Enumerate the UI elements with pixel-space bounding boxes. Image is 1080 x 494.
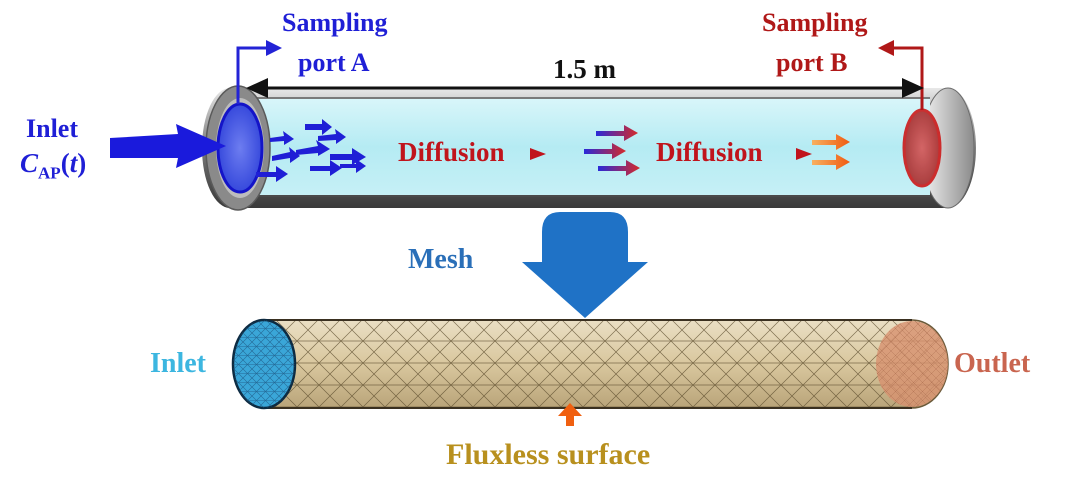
length-dimension-arrow: [246, 78, 924, 98]
inlet-concentration-t: t: [69, 148, 78, 178]
inlet-concentration-subscript: AP: [38, 163, 61, 183]
diffusion-2-arrowhead: [796, 148, 812, 160]
sampling-port-b-label-line2: port B: [776, 48, 848, 77]
inlet-label: Inlet: [26, 114, 78, 143]
port-a-pointer: [236, 46, 268, 104]
port-b-pointer: [892, 46, 924, 110]
mesh-arrow: [522, 212, 648, 318]
diffusion-label-1: Diffusion: [398, 137, 505, 167]
mesh-cylinder: [264, 319, 949, 409]
inlet-arrow: [110, 124, 226, 168]
inlet-concentration-close-paren: ): [77, 148, 87, 178]
sampling-port-b-face: [902, 108, 942, 188]
inlet-concentration-label: CAP(t): [20, 148, 87, 183]
mesh-label: Mesh: [408, 244, 474, 275]
particle-arrows-blue: [256, 119, 366, 182]
mesh-inlet-label: Inlet: [150, 348, 206, 379]
inlet-concentration-c: C: [20, 148, 39, 178]
diffusion-label-2: Diffusion: [656, 137, 763, 167]
particle-arrows-orange: [812, 134, 850, 170]
sampling-port-a-face: [216, 102, 264, 194]
fluxless-surface-label: Fluxless surface: [446, 438, 651, 471]
length-label: 1.5 m: [553, 54, 616, 84]
fluxless-arrow: [558, 403, 582, 426]
inlet-concentration-open-paren: (: [60, 148, 70, 178]
sampling-port-b-label-line1: Sampling: [762, 8, 868, 37]
mesh-outlet-label: Outlet: [954, 348, 1031, 379]
particle-arrows-mixed: [584, 125, 640, 176]
sampling-port-a-label-line1: Sampling: [282, 8, 388, 37]
diffusion-1-arrowhead: [530, 148, 546, 160]
sampling-port-a-label-line2: port A: [298, 48, 370, 77]
